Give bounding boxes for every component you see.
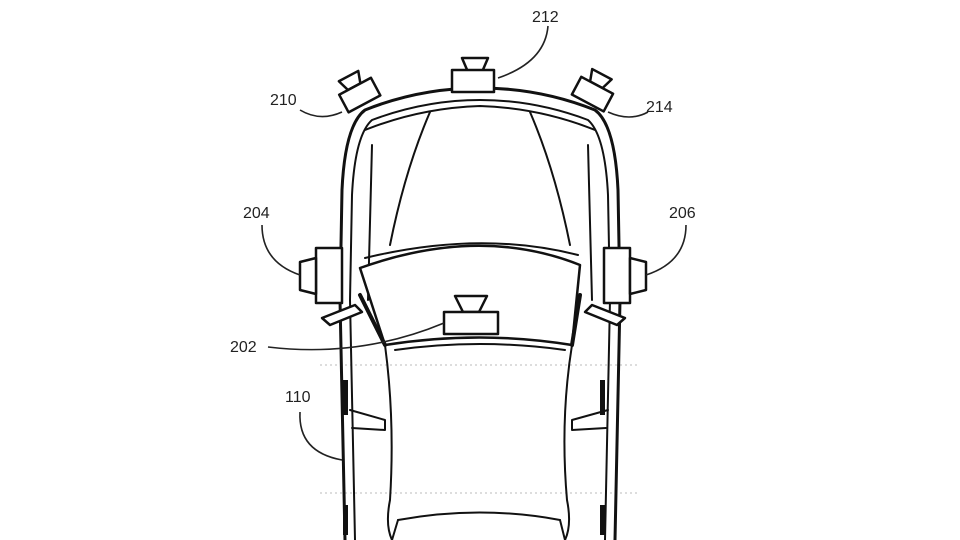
camera-left bbox=[298, 246, 344, 305]
door-handle bbox=[600, 505, 605, 535]
label-210: 210 bbox=[270, 92, 297, 109]
label-212: 212 bbox=[532, 9, 559, 26]
left-mirror bbox=[320, 303, 364, 327]
camera-front-right bbox=[570, 67, 615, 113]
label-202: 202 bbox=[230, 339, 257, 356]
door-handle bbox=[343, 505, 348, 535]
leader-206 bbox=[645, 224, 687, 276]
leader-202 bbox=[267, 322, 445, 351]
leader-210 bbox=[299, 109, 343, 118]
leader-214 bbox=[607, 111, 649, 118]
label-214: 214 bbox=[646, 99, 673, 116]
camera-right bbox=[602, 246, 648, 305]
camera-front-center bbox=[450, 56, 496, 94]
label-206: 206 bbox=[669, 205, 696, 222]
door-handle bbox=[600, 380, 605, 415]
leader-110 bbox=[299, 411, 343, 461]
camera-interior bbox=[442, 294, 500, 336]
door-handle bbox=[343, 380, 348, 415]
right-mirror bbox=[583, 303, 627, 327]
label-110: 110 bbox=[285, 389, 311, 406]
leader-204 bbox=[261, 224, 301, 276]
camera-front-left bbox=[337, 69, 382, 114]
leader-212 bbox=[497, 25, 549, 79]
label-204: 204 bbox=[243, 205, 270, 222]
